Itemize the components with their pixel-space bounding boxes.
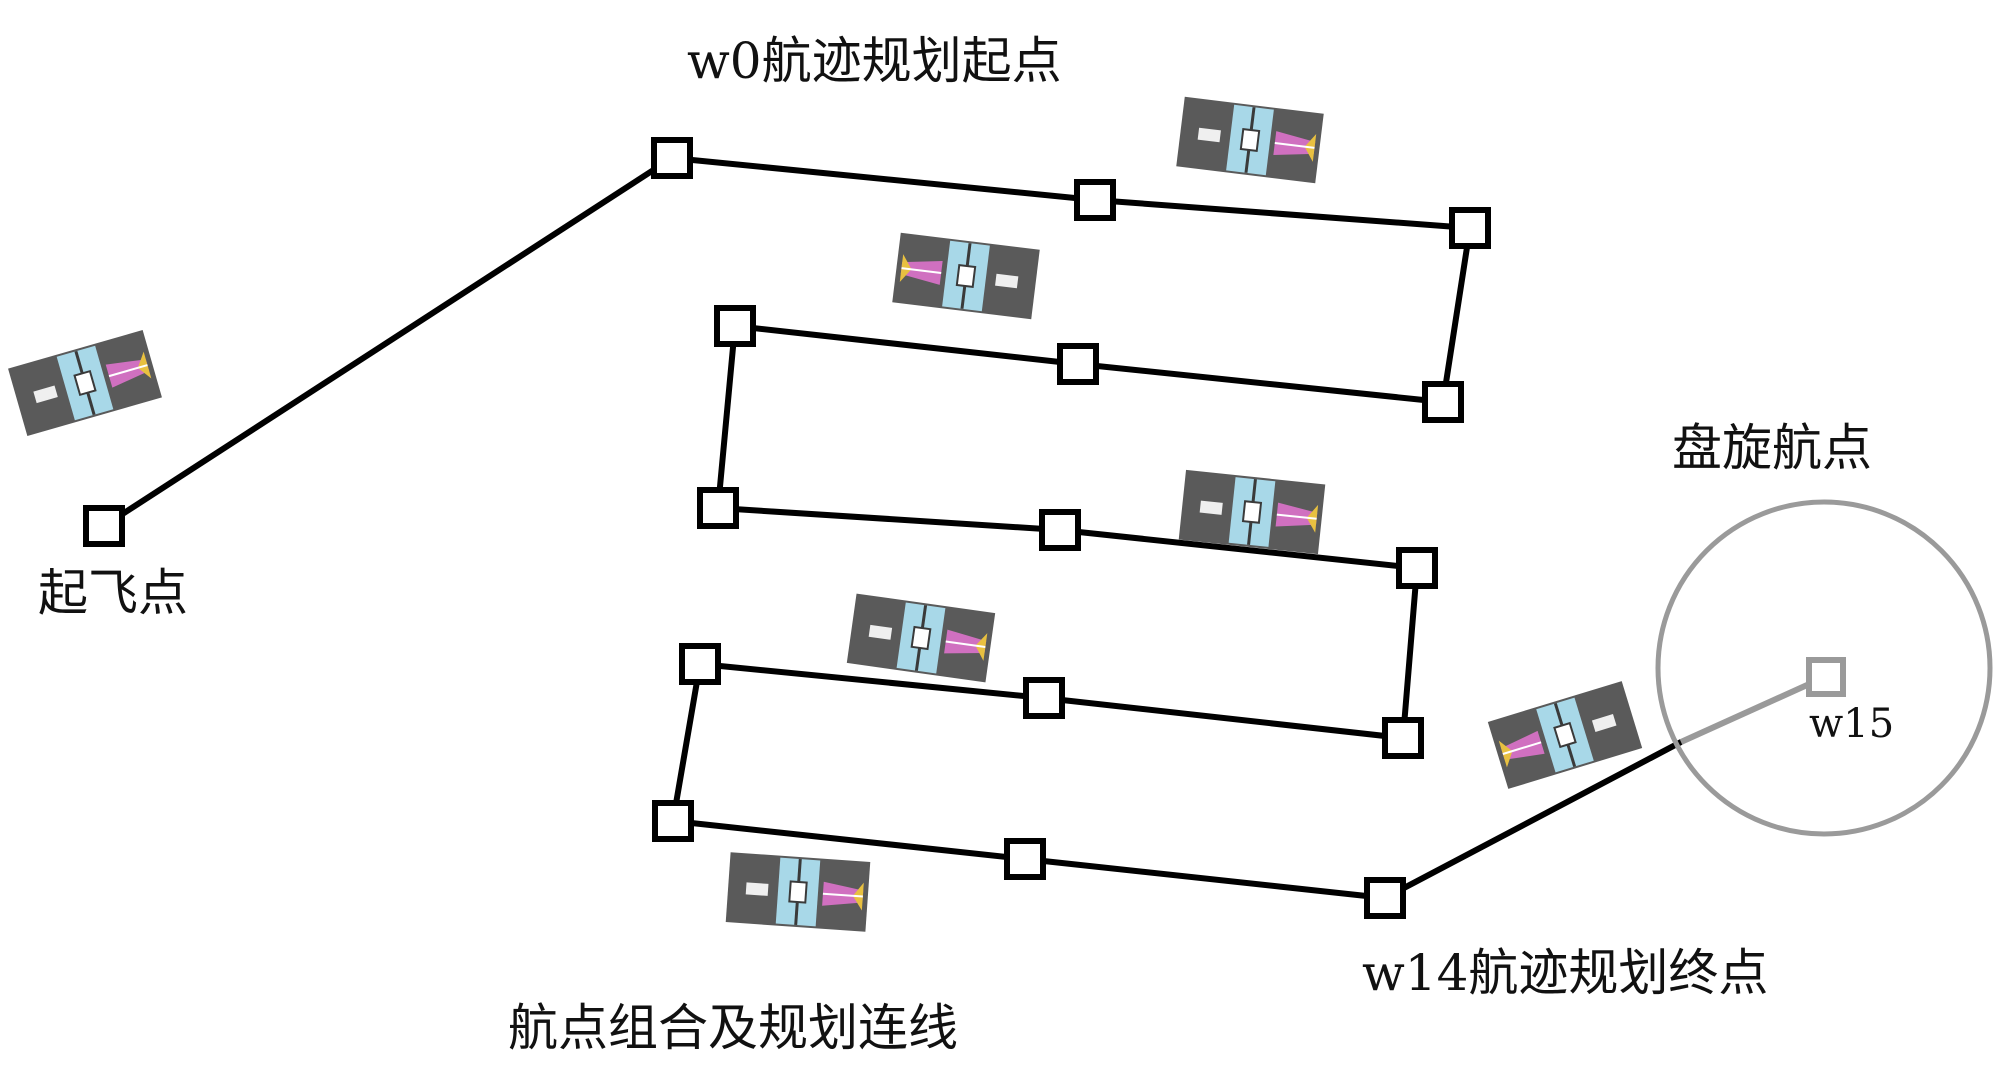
waypoint-w11[interactable] <box>679 643 721 685</box>
waypoint-w13[interactable] <box>1004 838 1046 880</box>
start-label: w0航迹规划起点 <box>687 32 1062 90</box>
loiter-point-label: w15 <box>1809 701 1894 747</box>
waypoint-w14[interactable] <box>1364 877 1406 919</box>
waypoint-w2[interactable] <box>1449 207 1491 249</box>
waypoint-w5[interactable] <box>714 305 756 347</box>
uav-icon <box>6 328 164 438</box>
waypoint-w9[interactable] <box>1382 717 1424 759</box>
end-to-loiter-segment <box>1382 739 1684 901</box>
waypoint-w0[interactable] <box>651 137 693 179</box>
waypoint-w6[interactable] <box>697 487 739 529</box>
waypoint-w3[interactable] <box>1422 381 1464 423</box>
waypoint-w1[interactable] <box>1074 179 1116 221</box>
loiter-approach-segment <box>1679 673 1829 745</box>
uav-icon <box>724 850 872 934</box>
loiter-label: 盘旋航点 <box>1672 419 1872 477</box>
combine-label: 航点组合及规划连线 <box>508 999 958 1057</box>
loiter-circle-icon <box>1655 499 1993 837</box>
waypoint-w4[interactable] <box>1057 343 1099 385</box>
end-label: w14航迹规划终点 <box>1362 944 1768 1002</box>
uav-icon <box>845 592 997 684</box>
uav-icon <box>890 231 1042 321</box>
uav-icon <box>1177 468 1327 556</box>
waypoint-w8[interactable] <box>1396 547 1438 589</box>
waypoint-w15[interactable] <box>1806 657 1846 697</box>
waypoint-w10[interactable] <box>1023 677 1065 719</box>
uav-icon <box>1174 95 1326 185</box>
waypoint-takeoff[interactable] <box>83 505 125 547</box>
takeoff-to-start-segment <box>101 155 675 529</box>
waypoint-w12[interactable] <box>652 800 694 842</box>
waypoints <box>83 137 1846 919</box>
waypoint-w7[interactable] <box>1039 509 1081 551</box>
takeoff-label: 起飞点 <box>38 564 188 622</box>
